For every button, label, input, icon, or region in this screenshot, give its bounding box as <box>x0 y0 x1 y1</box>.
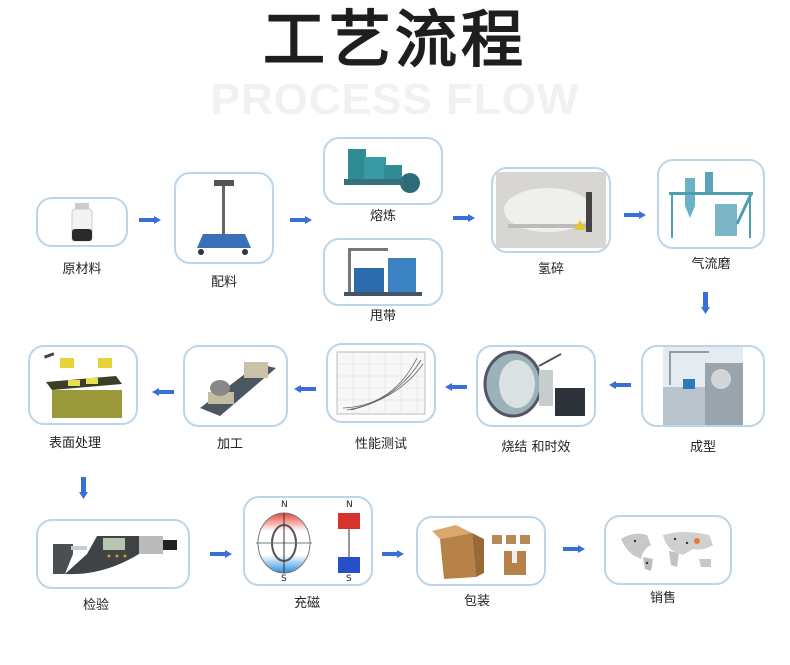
step-sintering-aging <box>476 345 596 427</box>
press-machine-icon <box>663 347 743 425</box>
arrow-right-icon <box>139 216 161 224</box>
step-label: 包装 <box>463 594 490 609</box>
step-batching <box>174 172 274 264</box>
step-inspection <box>36 519 190 589</box>
hydrogen-crusher-icon <box>496 172 606 248</box>
arrow-right-icon <box>563 545 585 553</box>
arrow-down-icon <box>701 292 710 318</box>
step-label: 氢碎 <box>537 262 564 277</box>
step-machining <box>183 345 288 427</box>
arrow-down-icon <box>79 477 88 503</box>
step-surface-treatment <box>28 345 138 425</box>
step-label: 原材料 <box>62 262 102 277</box>
sintering-furnace-icon <box>483 350 585 418</box>
arrow-left-icon <box>152 388 174 396</box>
machining-part-icon <box>199 362 276 416</box>
page-subtitle: PROCESS FLOW <box>210 75 580 124</box>
melting-furnace-icon <box>344 149 420 193</box>
arrow-right-icon <box>382 550 404 558</box>
cardboard-boxes-icon <box>432 525 530 579</box>
platform-scale-icon <box>197 180 251 255</box>
step-label: 充磁 <box>293 596 320 611</box>
arrow-right-icon <box>453 214 475 222</box>
step-label: 气流磨 <box>691 257 731 272</box>
step-hydrogen-crushing <box>491 167 611 253</box>
micrometer-icon <box>53 536 177 575</box>
step-strip-casting <box>323 238 443 306</box>
south-pole-label: S <box>346 574 352 584</box>
step-magnetizing: N S N S <box>243 496 373 586</box>
north-pole-label: N <box>346 500 353 510</box>
step-packaging <box>416 516 546 586</box>
step-label: 甩带 <box>369 309 396 324</box>
page-title: 工艺流程 <box>262 3 527 76</box>
step-label: 加工 <box>216 437 243 452</box>
step-performance-test <box>326 343 436 423</box>
arrow-left-icon <box>445 383 467 391</box>
powder-bottle-icon <box>71 203 93 242</box>
arrow-right-icon <box>290 216 312 224</box>
strip-casting-machine-icon <box>344 248 422 296</box>
arrow-right-icon <box>624 211 646 219</box>
step-label: 检验 <box>82 598 109 613</box>
arrow-left-icon <box>294 385 316 393</box>
south-pole-label: S <box>281 574 287 584</box>
step-label: 成型 <box>689 440 716 455</box>
step-label: 烧结 和时效 <box>501 440 571 455</box>
step-label: 表面处理 <box>48 436 101 451</box>
step-label: 销售 <box>649 591 676 606</box>
step-melting <box>323 137 443 205</box>
magnetizing-icon <box>256 512 360 574</box>
arrow-left-icon <box>609 381 631 389</box>
step-raw-material <box>36 197 128 247</box>
step-jet-milling <box>657 159 765 249</box>
step-forming <box>641 345 765 427</box>
step-label: 配料 <box>210 275 237 290</box>
step-sales <box>604 515 732 585</box>
north-pole-label: N <box>281 500 288 510</box>
step-label: 性能测试 <box>354 437 407 452</box>
surface-treatment-icon <box>43 352 122 418</box>
jet-mill-icon <box>669 172 753 238</box>
world-map-icon <box>621 532 713 571</box>
performance-chart-icon <box>336 351 426 415</box>
step-label: 熔炼 <box>369 209 396 224</box>
arrow-right-icon <box>210 550 232 558</box>
